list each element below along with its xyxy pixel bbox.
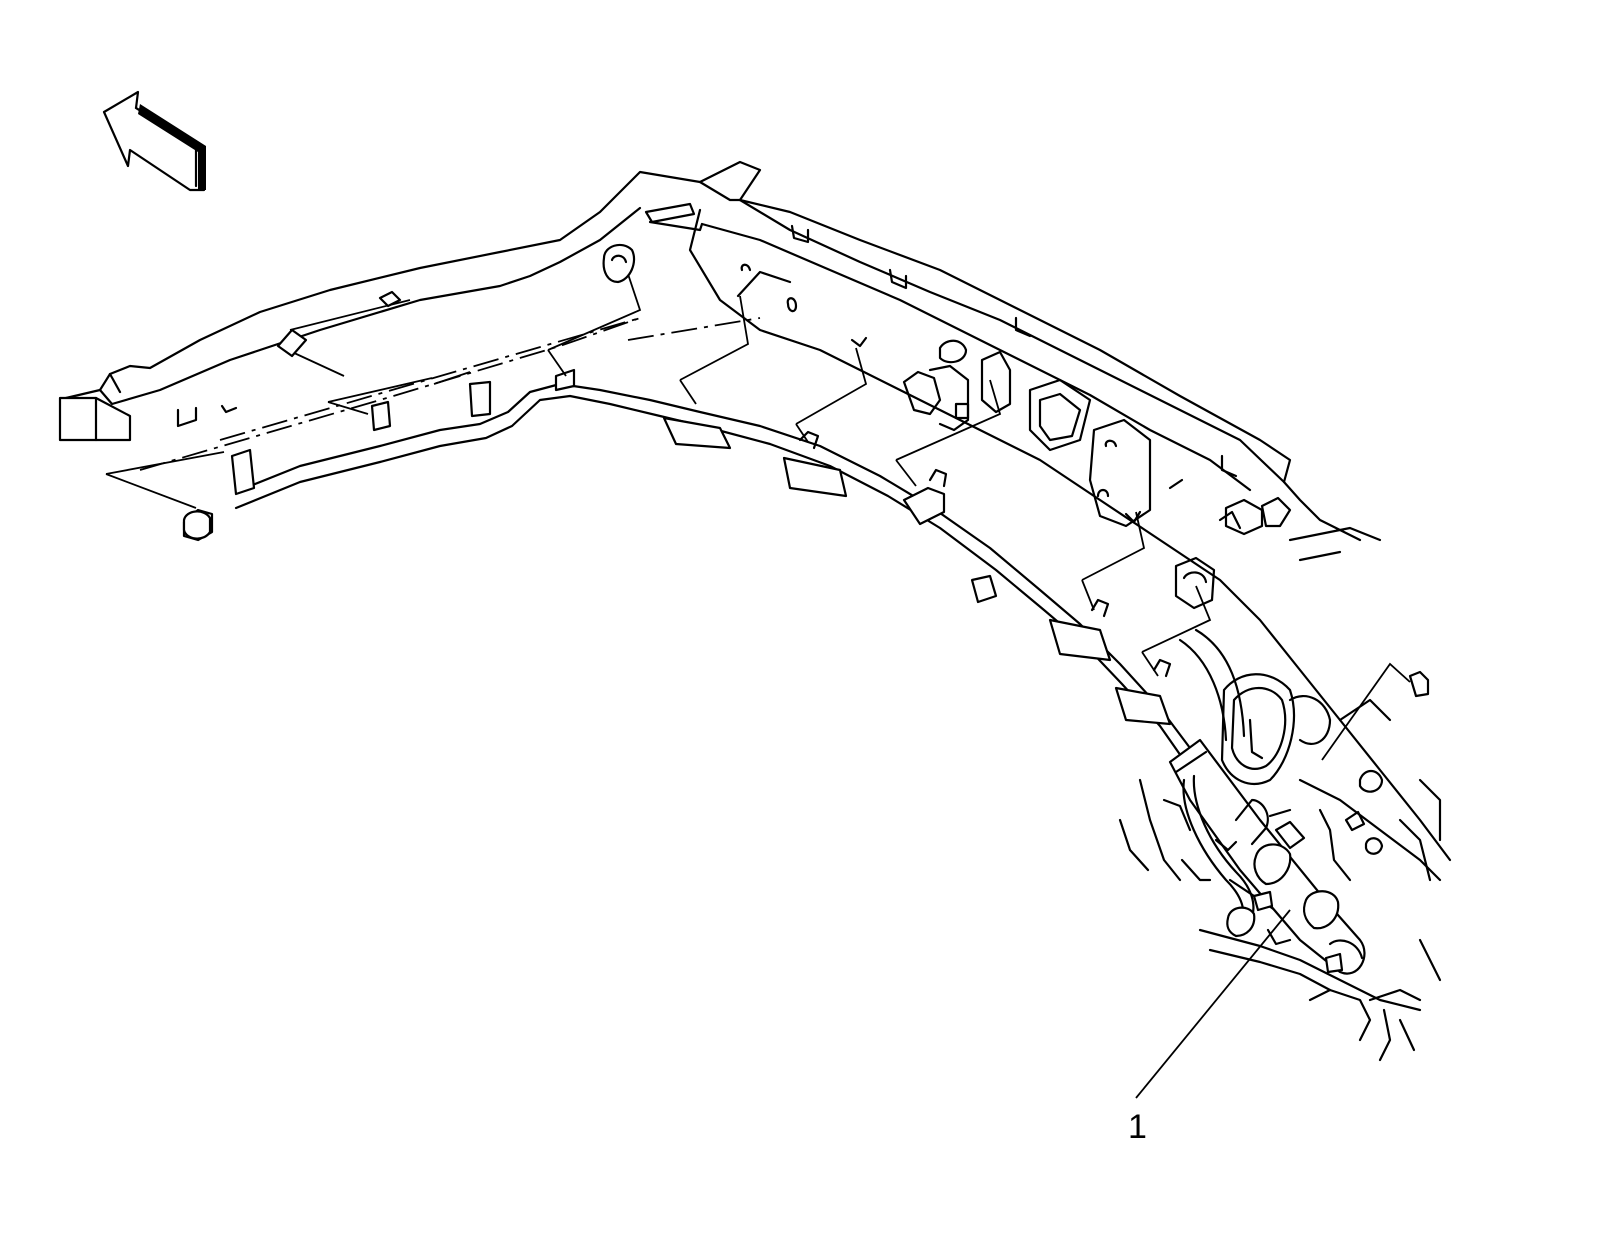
left-end-bracket	[58, 396, 238, 542]
front-direction-arrow-icon	[102, 90, 206, 192]
pillar-detail	[1118, 628, 1442, 1062]
trim-retainer-rail	[230, 368, 1222, 808]
body-structure	[688, 208, 1452, 862]
fastener-leaders	[105, 261, 1411, 761]
airbag-module	[1168, 738, 1366, 975]
callout-1-label: 1	[1128, 1108, 1147, 1146]
roof-rail	[64, 160, 1362, 542]
fasteners	[182, 243, 1430, 698]
assembly-lines	[139, 317, 761, 471]
callout-1-leader	[1135, 909, 1291, 1099]
